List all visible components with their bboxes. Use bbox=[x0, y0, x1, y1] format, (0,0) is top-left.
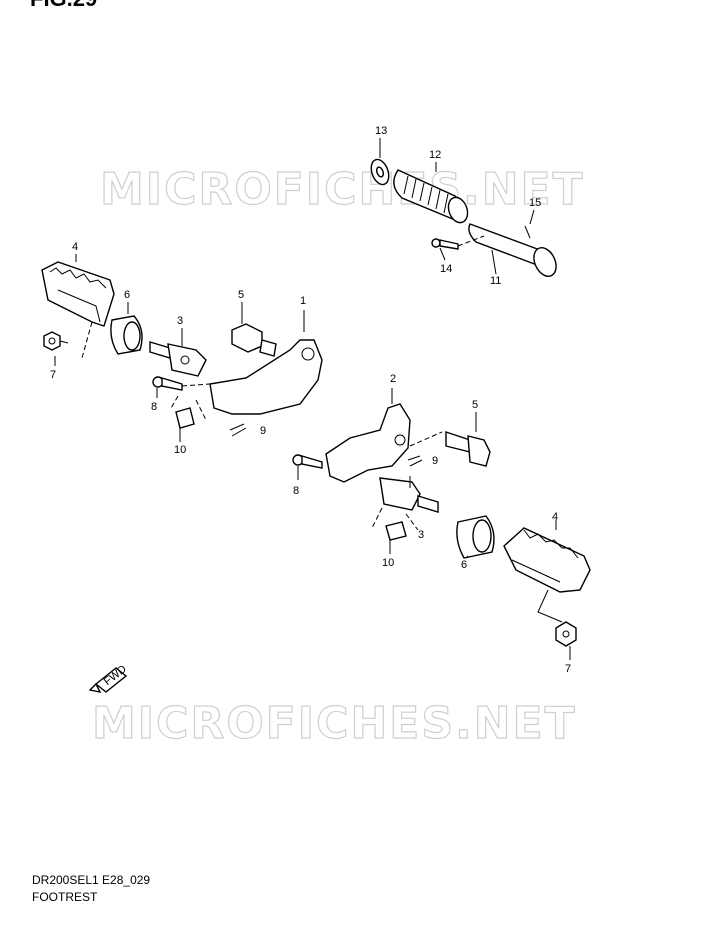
callout-4-right: 4 bbox=[552, 511, 558, 523]
model-code: DR200SEL1 E28_029 bbox=[32, 873, 151, 887]
callout-15: 15 bbox=[529, 197, 541, 209]
callout-6-right: 6 bbox=[461, 559, 467, 571]
left-footrest-assembly bbox=[41, 261, 323, 437]
callouts: 1 2 3 3 4 4 5 5 6 6 7 7 8 8 9 9 10 10 11… bbox=[50, 125, 571, 675]
callout-5-left: 5 bbox=[238, 289, 244, 301]
callout-11: 11 bbox=[490, 275, 501, 287]
callout-8-right: 8 bbox=[293, 485, 299, 497]
callout-9-right: 9 bbox=[432, 455, 438, 467]
callout-2: 2 bbox=[390, 373, 396, 385]
callout-14: 14 bbox=[440, 263, 452, 275]
callout-10-left: 10 bbox=[174, 444, 186, 456]
figure-title: FIG.29 bbox=[30, 0, 97, 11]
callout-8-left: 8 bbox=[151, 401, 157, 413]
callout-13: 13 bbox=[375, 125, 387, 137]
watermark-bottom: MICROFICHES.NET bbox=[92, 698, 577, 749]
callout-10-right: 10 bbox=[382, 557, 394, 569]
forward-arrow-icon: FWD bbox=[88, 663, 129, 693]
watermark-top: MICROFICHES.NET bbox=[100, 164, 585, 215]
callout-9-left: 9 bbox=[260, 425, 266, 437]
callout-3-right: 3 bbox=[418, 529, 424, 541]
diagram-caption: FOOTREST bbox=[32, 890, 98, 904]
callout-12: 12 bbox=[429, 149, 441, 161]
rubber-grip-assembly bbox=[370, 158, 557, 277]
callout-1: 1 bbox=[300, 295, 306, 307]
callout-6-left: 6 bbox=[124, 289, 130, 301]
callout-7-right: 7 bbox=[565, 663, 571, 675]
callout-7-left: 7 bbox=[50, 369, 56, 381]
callout-5-right: 5 bbox=[472, 399, 478, 411]
callout-4-left: 4 bbox=[72, 241, 78, 253]
leader-lines bbox=[54, 138, 571, 660]
right-footrest-assembly bbox=[292, 388, 591, 647]
callout-3-left: 3 bbox=[177, 315, 183, 327]
